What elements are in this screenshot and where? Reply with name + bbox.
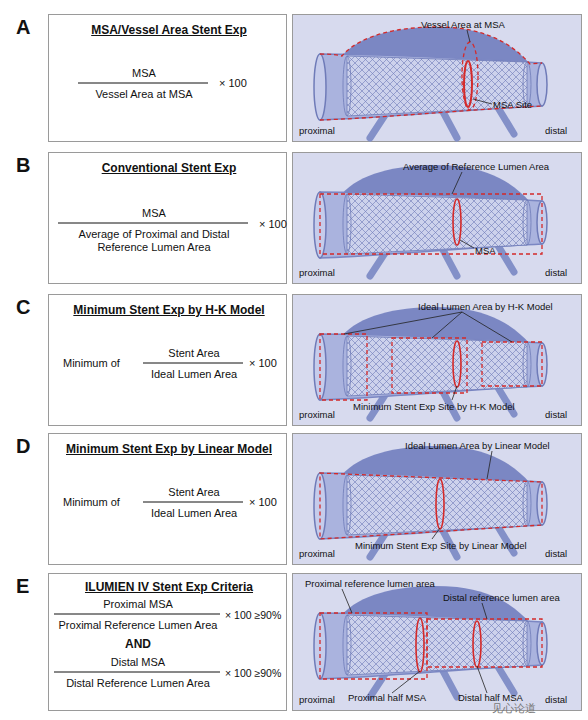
illustration-box: Proximal reference lumen areaDistal refe… bbox=[292, 573, 582, 711]
formula-text: Ideal Lumen Area bbox=[151, 507, 237, 520]
panel-letter: C bbox=[16, 296, 30, 319]
formula-text: × 100 ≥90% bbox=[225, 609, 281, 622]
callout-label: Proximal half MSA bbox=[348, 692, 426, 703]
formula-text: × 100 bbox=[219, 77, 247, 90]
callout-label: Proximal reference lumen area bbox=[305, 578, 435, 589]
callout-label: Ideal Lumen Area by Linear Model bbox=[405, 440, 550, 451]
end-label: distal bbox=[545, 548, 567, 559]
end-label: proximal bbox=[299, 409, 335, 420]
formula-text: Proximal MSA bbox=[103, 598, 173, 611]
formula-text: Distal MSA bbox=[111, 656, 165, 669]
formula-box: Minimum Stent Exp by H-K ModelMinimum of… bbox=[48, 294, 287, 426]
panel-letter: E bbox=[16, 575, 29, 598]
formula-text: Minimum of bbox=[63, 357, 120, 370]
end-label: distal bbox=[545, 409, 567, 420]
formula-text: Vessel Area at MSA bbox=[95, 88, 192, 101]
illustration-box: Vessel Area at MSA MSA Site proximal distal bbox=[292, 14, 582, 142]
panel-title: Minimum Stent Exp by Linear Model bbox=[66, 442, 272, 456]
formula-text: × 100 bbox=[249, 496, 277, 509]
illustration-box: Ideal Lumen Area by H-K ModelMinimum Ste… bbox=[292, 294, 582, 426]
callout-label: Distal reference lumen area bbox=[443, 592, 560, 603]
panel-letter: B bbox=[16, 154, 30, 177]
formula-text: MSA bbox=[132, 67, 156, 80]
panel-letter: D bbox=[16, 435, 30, 458]
formula-text: × 100 ≥90% bbox=[225, 667, 281, 680]
panel-title: Minimum Stent Exp by H-K Model bbox=[73, 303, 264, 317]
end-label: proximal bbox=[299, 694, 335, 705]
illustration-box: Ideal Lumen Area by Linear ModelMinimum … bbox=[292, 433, 582, 565]
formula-text: Ideal Lumen Area bbox=[151, 368, 237, 381]
illustration-box: Average of Reference Lumen AreaMSA proxim… bbox=[292, 152, 582, 284]
end-label: distal bbox=[545, 694, 567, 705]
end-label: proximal bbox=[299, 548, 335, 559]
callout-label: Distal half MSA bbox=[458, 692, 523, 703]
callout-label: Average of Reference Lumen Area bbox=[403, 161, 549, 172]
panel-title: Conventional Stent Exp bbox=[102, 161, 237, 175]
formula-box: ILUMIEN IV Stent Exp CriteriaProximal MS… bbox=[48, 573, 287, 711]
panel-title: ILUMIEN IV Stent Exp Criteria bbox=[85, 580, 253, 594]
end-label: proximal bbox=[299, 267, 335, 278]
panel-title: MSA/Vessel Area Stent Exp bbox=[91, 23, 247, 37]
formula-text: Average of Proximal and Distal Reference… bbox=[54, 228, 254, 254]
end-label: proximal bbox=[299, 125, 335, 136]
callout-label: Minimum Stent Exp Site by Linear Model bbox=[355, 540, 527, 551]
formula-text: × 100 bbox=[259, 218, 287, 231]
panel-letter: A bbox=[16, 16, 30, 39]
formula-text: Proximal Reference Lumen Area bbox=[59, 619, 218, 632]
formula-box: Minimum Stent Exp by Linear ModelMinimum… bbox=[48, 433, 287, 565]
formula-text: Minimum of bbox=[63, 496, 120, 509]
formula-text: MSA bbox=[142, 207, 166, 220]
callout-label: MSA Site bbox=[493, 99, 532, 110]
callout-label: Minimum Stent Exp Site by H-K Model bbox=[353, 401, 515, 412]
callout-label: Ideal Lumen Area by H-K Model bbox=[418, 301, 553, 312]
end-label: distal bbox=[545, 125, 567, 136]
watermark: 见心论道 bbox=[492, 701, 536, 716]
callout-label: MSA bbox=[475, 245, 496, 256]
formula-box: Conventional Stent ExpMSA Average of Prox… bbox=[48, 152, 287, 284]
formula-text: AND bbox=[125, 637, 151, 651]
formula-text: Stent Area bbox=[168, 486, 219, 499]
formula-box: MSA/Vessel Area Stent ExpMSA Vessel Area … bbox=[48, 14, 287, 142]
callout-label: Vessel Area at MSA bbox=[421, 19, 505, 30]
formula-text: Stent Area bbox=[168, 347, 219, 360]
end-label: distal bbox=[545, 267, 567, 278]
formula-text: × 100 bbox=[249, 357, 277, 370]
formula-text: Distal Reference Lumen Area bbox=[66, 677, 210, 690]
